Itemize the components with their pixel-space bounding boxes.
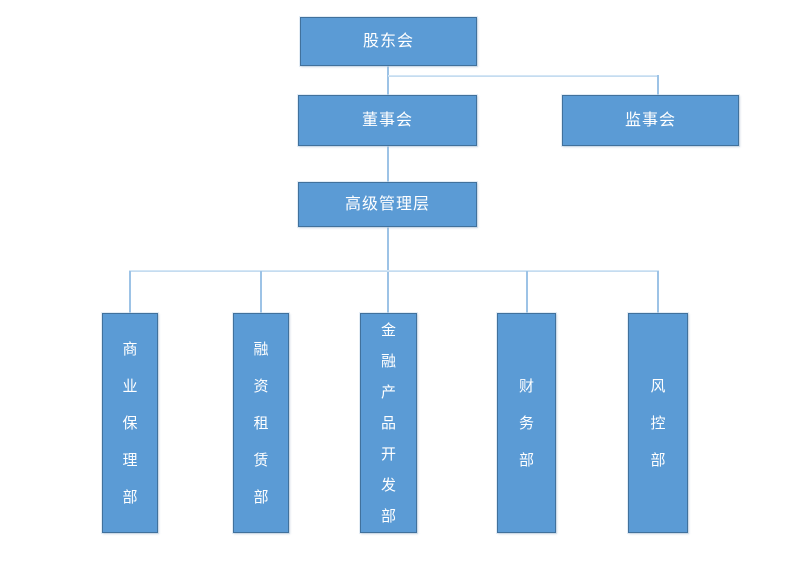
node-senior-management: 高级管理层 (298, 182, 477, 227)
connector-branch-to-supervisory (388, 75, 659, 77)
node-dept-finance-label: 财 务 部 (518, 377, 534, 469)
node-board: 董事会 (298, 95, 477, 146)
node-dept-risk-control: 风 控 部 (628, 313, 688, 533)
connector-departments-crossbar (129, 270, 659, 272)
node-shareholders: 股东会 (300, 17, 477, 66)
node-dept-financial-leasing: 融 资 租 赁 部 (233, 313, 289, 533)
connector-drop-dept-5 (657, 271, 659, 313)
connector-drop-dept-2 (260, 271, 262, 313)
connector-shareholders-board (387, 66, 389, 95)
connector-board-senior-management (387, 146, 389, 182)
node-dept-risk-control-label: 风 控 部 (650, 377, 666, 469)
node-dept-financial-product-development-label: 金 融 产 品 开 发 部 (380, 321, 396, 525)
node-dept-commercial-factoring: 商 业 保 理 部 (102, 313, 158, 533)
connector-drop-supervisory (657, 75, 659, 95)
connector-drop-dept-4 (526, 271, 528, 313)
node-supervisory: 监事会 (562, 95, 739, 146)
node-dept-financial-leasing-label: 融 资 租 赁 部 (253, 340, 269, 506)
node-dept-commercial-factoring-label: 商 业 保 理 部 (122, 340, 138, 506)
node-supervisory-label: 监事会 (624, 111, 676, 129)
node-dept-financial-product-development: 金 融 产 品 开 发 部 (360, 313, 417, 533)
node-senior-management-label: 高级管理层 (344, 195, 430, 213)
node-board-label: 董事会 (361, 111, 413, 129)
connector-drop-dept-1 (129, 271, 131, 313)
node-shareholders-label: 股东会 (362, 32, 414, 50)
node-dept-finance: 财 务 部 (497, 313, 556, 533)
